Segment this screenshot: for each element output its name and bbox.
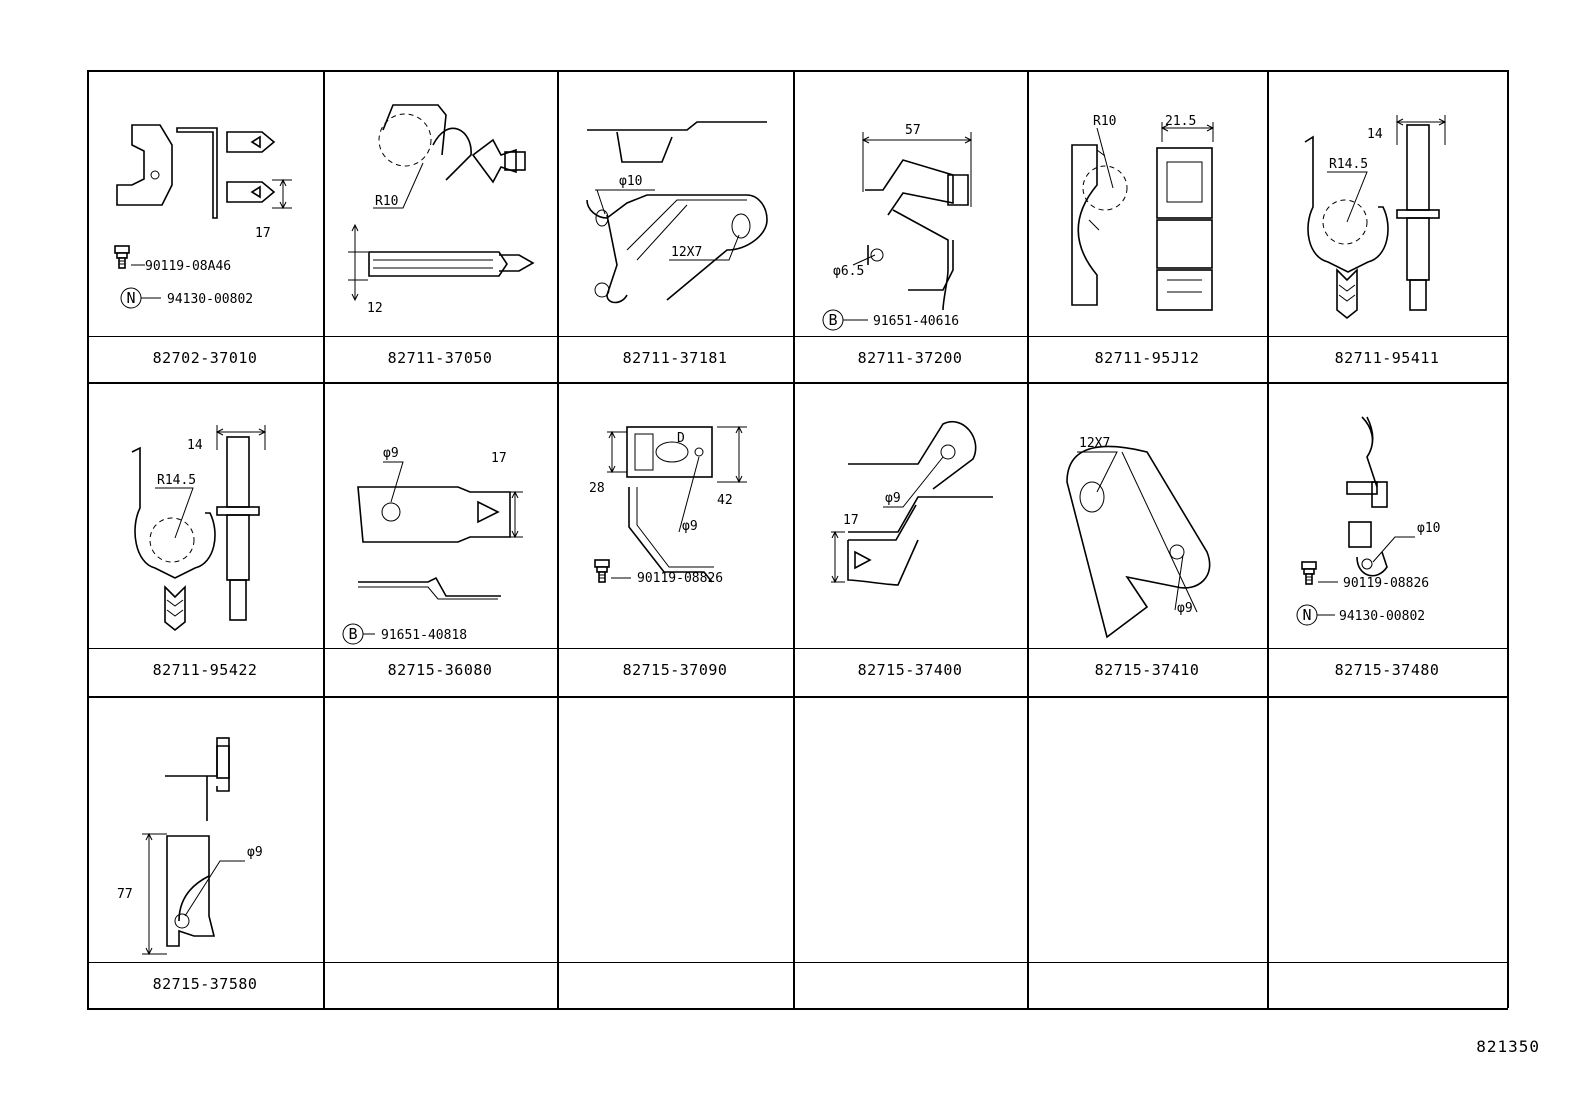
callout-label: D [677, 431, 685, 446]
callout-label: 14 [187, 438, 203, 453]
callout-label: 21.5 [1165, 114, 1196, 129]
part-cell: 14 R14.5 82711-95411 [1267, 70, 1507, 382]
part-number-label: 82715-37480 [1334, 661, 1440, 679]
note-badge-letter: N [1302, 606, 1311, 624]
grid-column-line [1507, 70, 1509, 1008]
part-drawing: 14 R14.5 [1304, 115, 1447, 320]
part-drawing: D 28 42 φ9 90119-08826 [589, 425, 747, 586]
callout-label: 17 [491, 451, 507, 466]
callout-label: R14.5 [157, 473, 196, 488]
part-drawing: 14 R14.5 [131, 425, 267, 632]
callout-label: 17 [843, 513, 859, 528]
callout-label: R10 [1093, 114, 1116, 129]
part-cell: φ10 90119-08826 N 94130-00802 82715-37480 [1267, 382, 1507, 694]
callout-label: 90119-08A46 [145, 259, 231, 274]
callout-label: 91651-40616 [873, 314, 959, 329]
callout-label: 91651-40818 [381, 628, 467, 643]
part-drawing: 57 φ6.5 B 91651-40616 [822, 123, 973, 331]
part-cell: 14 R14.5 82711-95422 [87, 382, 323, 694]
callout-label: R10 [375, 194, 398, 209]
callout-label: 12X7 [671, 245, 702, 260]
part-cell: R10 21.5 82711-95J12 [1027, 70, 1267, 382]
part-cell: 12X7 φ9 82715-37410 [1027, 382, 1267, 694]
part-drawing: 17 90119-08A46 N 94130-00802 [114, 124, 292, 309]
part-drawing: φ9 17 B 91651-40818 [342, 446, 523, 645]
callout-label: 14 [1367, 127, 1383, 142]
part-cell [1267, 696, 1507, 1008]
grid-border-top [87, 70, 1507, 72]
part-drawing: φ9 17 [831, 421, 993, 586]
note-badge-letter: B [828, 311, 837, 329]
grid-column-line [557, 70, 559, 1008]
part-drawing: R10 21.5 [1071, 114, 1215, 311]
grid-row-line [87, 696, 1507, 698]
grid-row-line [87, 382, 1507, 384]
grid-column-line [793, 70, 795, 1008]
callout-label: φ9 [682, 519, 698, 534]
callout-label: φ9 [1177, 601, 1193, 616]
callout-label: 57 [905, 123, 921, 138]
callout-label: 28 [589, 481, 605, 496]
note-badge-letter: B [348, 625, 357, 643]
part-number-label: 82711-95411 [1334, 349, 1440, 367]
callout-label: φ6.5 [833, 264, 864, 279]
part-number-label: 82711-37181 [622, 349, 728, 367]
part-cell: φ9 17 82715-37400 [793, 382, 1027, 694]
bolt-icon [114, 245, 130, 269]
part-cell [323, 696, 557, 1008]
grid-border-bottom [87, 1008, 1508, 1010]
callout-label: 94130-00802 [167, 292, 253, 307]
callout-label: 94130-00802 [1339, 609, 1425, 624]
part-number-label: 82715-37090 [622, 661, 728, 679]
part-cell [793, 696, 1027, 1008]
grid-label-line [87, 648, 1507, 650]
callout-label: φ10 [619, 174, 642, 189]
bolt-icon [1301, 561, 1317, 585]
part-cell [1027, 696, 1267, 1008]
part-drawing: 12X7 φ9 [1066, 436, 1211, 639]
part-number-label: 82711-95J12 [1094, 349, 1200, 367]
callout-label: 90119-08826 [637, 571, 723, 586]
grid-label-line [87, 962, 1507, 964]
part-number-label: 82702-37010 [152, 349, 258, 367]
part-cell: φ9 77 82715-37580 [87, 696, 323, 1008]
part-cell: φ10 12X7 82711-37181 [557, 70, 793, 382]
callout-label: 12 [367, 301, 383, 316]
callout-label: 12X7 [1079, 436, 1110, 451]
part-number-label: 82711-37050 [387, 349, 493, 367]
callout-label: 77 [117, 887, 133, 902]
grid-column-line [1267, 70, 1269, 1008]
bolt-icon [594, 559, 610, 583]
grid-column-line [323, 70, 325, 1008]
part-cell: D 28 42 φ9 90119-08826 82715-37090 [557, 382, 793, 694]
part-cell: 17 90119-08A46 N 94130-00802 82702-37010 [87, 70, 323, 382]
part-number-label: 82711-37200 [857, 349, 963, 367]
part-cell: φ9 17 B 91651-40818 82715-36080 [323, 382, 557, 694]
part-number-label: 82711-95422 [152, 661, 258, 679]
callout-label: φ10 [1417, 521, 1440, 536]
part-drawing: φ10 90119-08826 N 94130-00802 [1296, 416, 1440, 626]
callout-label: 42 [717, 493, 733, 508]
part-number-label: 82715-37400 [857, 661, 963, 679]
callout-label: 17 [255, 226, 271, 241]
part-drawing: φ10 12X7 [586, 121, 768, 304]
part-cell: R10 12 82711-37050 [323, 70, 557, 382]
part-drawing: φ9 77 [117, 737, 263, 956]
grid-label-line [87, 336, 1507, 338]
part-drawing: R10 12 [348, 104, 535, 316]
part-number-label: 82715-36080 [387, 661, 493, 679]
part-number-label: 82715-37580 [152, 975, 258, 993]
callout-label: R14.5 [1329, 157, 1368, 172]
diagram-reference-number: 821350 [1476, 1037, 1540, 1056]
part-cell [557, 696, 793, 1008]
callout-label: φ9 [885, 491, 901, 506]
grid-column-line [1027, 70, 1029, 1008]
callout-label: φ9 [247, 845, 263, 860]
note-badge-letter: N [126, 289, 135, 307]
part-cell: 57 φ6.5 B 91651-40616 82711-37200 [793, 70, 1027, 382]
callout-label: φ9 [383, 446, 399, 461]
part-number-label: 82715-37410 [1094, 661, 1200, 679]
grid-column-line [87, 70, 89, 1008]
callout-label: 90119-08826 [1343, 576, 1429, 591]
